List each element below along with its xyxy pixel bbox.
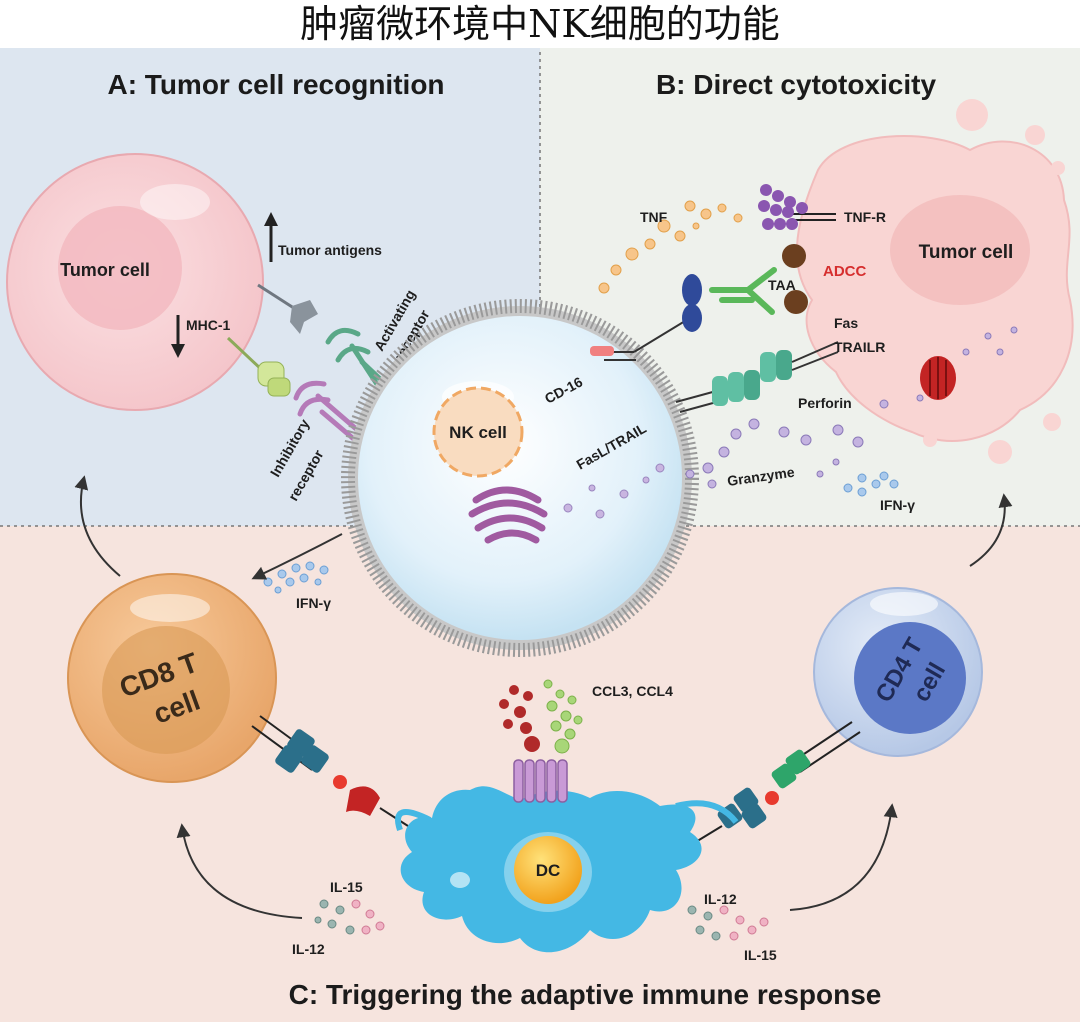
taa-antigen-icon: [782, 244, 808, 314]
perforin-label: Perforin: [798, 395, 852, 411]
tumor-cell-a-label: Tumor cell: [60, 260, 150, 280]
il-particles-right: [687, 905, 769, 941]
cd8-t-cell: [67, 573, 277, 783]
fas-trailr-receptor-icon: [760, 341, 839, 382]
chemokine-particles-red: [499, 685, 540, 752]
ifn-gamma-label-left: IFN-γ: [296, 595, 331, 611]
ifn-gamma-label-right: IFN-γ: [880, 497, 915, 513]
taa-label: TAA: [768, 277, 796, 293]
fas-label: Fas: [834, 315, 858, 331]
perforin-particles: [730, 326, 1018, 448]
panel-c-title: C: Triggering the adaptive immune respon…: [289, 979, 882, 1010]
cd4-tcr-icon: [675, 721, 861, 855]
tumor-antigens-label: Tumor antigens: [278, 242, 382, 258]
figure-title: 肿瘤微环境中NK细胞的功能: [300, 2, 780, 46]
golgi-apparatus-icon: [468, 486, 548, 544]
nk-cell-function-diagram: A: Tumor cell recognition B: Direct cyto…: [0, 48, 1080, 1022]
inhibitory-receptor-icon: [293, 380, 365, 449]
nk-cell-nucleus: [432, 386, 524, 478]
tnf-receptor-icon: [758, 184, 836, 230]
il-particles-left: [314, 899, 385, 935]
panel-a-title: A: Tumor cell recognition: [107, 69, 444, 100]
cd4-t-cell: [813, 587, 983, 757]
tumor-cell-b: [795, 99, 1074, 464]
process-arrows: [74, 475, 1013, 919]
il15-left-label: IL-15: [330, 879, 363, 895]
il15-right-label: IL-15: [744, 947, 777, 963]
tumor-cell-a: [6, 153, 264, 411]
tumor-cell-b-label: Tumor cell: [919, 242, 1014, 263]
chemokine-particles-green: [543, 679, 583, 754]
trailr-label: TRAILR: [834, 339, 885, 355]
granule-vesicles: [563, 463, 665, 519]
adcc-label: ADCC: [823, 263, 866, 280]
tnf-label: TNF: [640, 209, 668, 225]
tumor-antigens-up-arrow-icon: [264, 212, 278, 262]
ifn-gamma-particles-right: [843, 471, 899, 497]
mhc1-molecule-icon: [226, 336, 291, 397]
panel-b-title: B: Direct cytotoxicity: [656, 69, 936, 100]
cd16-receptor-icon: [590, 274, 702, 361]
nk-cell: [341, 299, 699, 657]
tnf-r-label: TNF-R: [844, 209, 886, 225]
il12-right-label: IL-12: [704, 891, 737, 907]
tumor-antigen-icon: [257, 283, 318, 334]
nk-cell-label: NK cell: [449, 423, 507, 442]
mhc1-label: MHC-1: [186, 317, 231, 333]
dc-label: DC: [536, 861, 561, 880]
perforin-pore-icon: [920, 356, 956, 400]
granzyme-particles: [685, 446, 840, 489]
fasl-trail-ligand-icon: [675, 370, 760, 413]
chemokine-receptor-icon: [513, 759, 568, 803]
ifn-gamma-particles-left: [263, 561, 329, 594]
dendritic-cell: [395, 786, 739, 953]
mhc1-down-arrow-icon: [171, 315, 185, 358]
il12-left-label: IL-12: [292, 941, 325, 957]
antibody-icon: [709, 267, 777, 315]
cd8-tcr-icon: [251, 715, 409, 827]
tnf-particles: [598, 200, 743, 294]
ccl-label: CCL3, CCL4: [592, 683, 673, 699]
